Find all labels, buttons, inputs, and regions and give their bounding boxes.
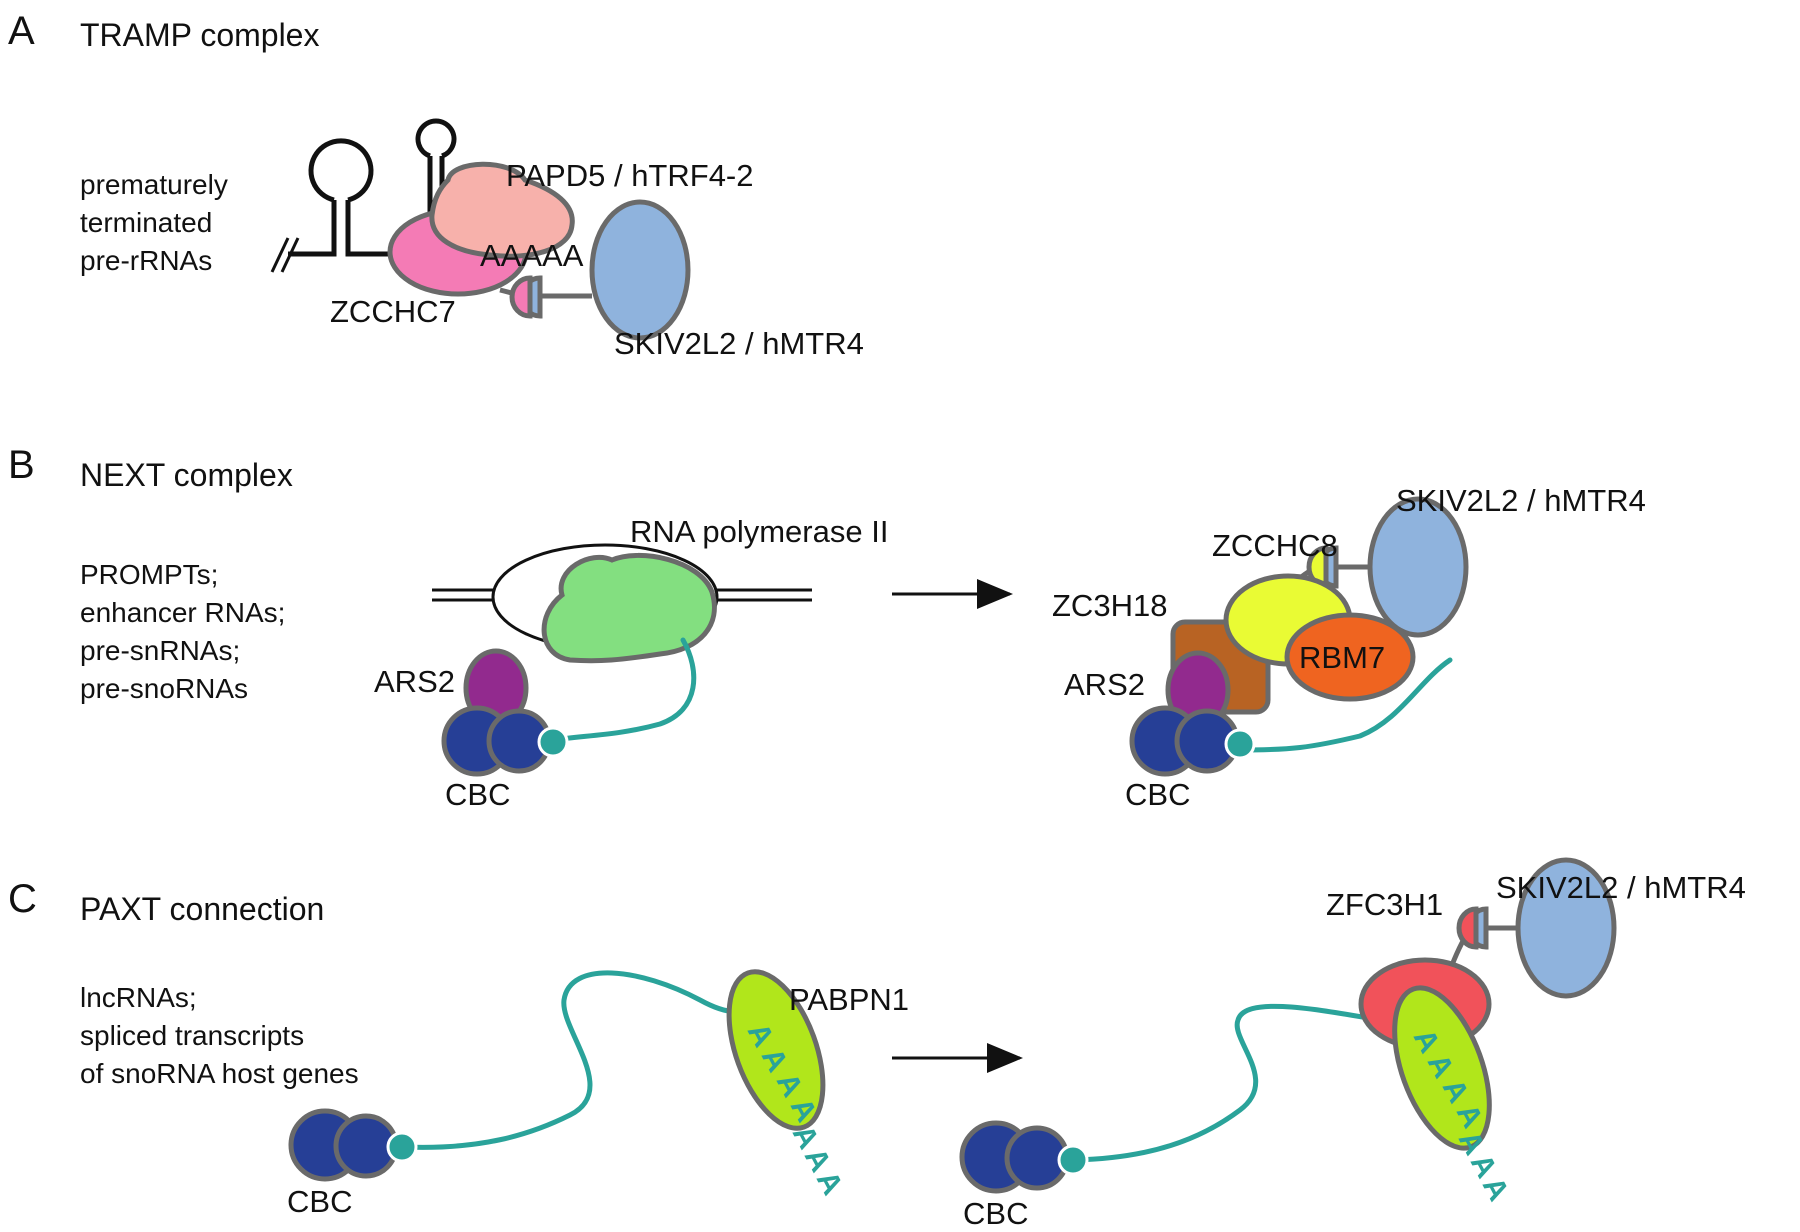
panel-b-title: NEXT complex [80,457,293,493]
rna-polymerase-ii [541,552,717,664]
substrate-line-1: PROMPTs; [80,559,218,590]
pabpn1-label: PABPN1 [789,982,909,1017]
substrate-line-1: prematurely [80,169,228,200]
transcription-complex [432,543,812,777]
mtr4-helicase-b [1367,496,1469,638]
paxt-substrate-left: A A A A A A A [288,969,849,1200]
zc3h18-label: ZC3H18 [1052,588,1167,623]
cbc-label-right: CBC [1125,777,1190,812]
substrate-line-3: pre-rRNAs [80,245,212,276]
mtr4-helicase-a [589,199,691,341]
panel-b-letter: B [8,443,35,487]
panel-a-title: TRAMP complex [80,17,319,53]
panel-c-substrate-text: lncRNAs; spliced transcripts of snoRNA h… [80,982,359,1089]
mtr4-label-a: SKIV2L2 / hMTR4 [614,326,864,361]
nascent-rna-b-left [550,637,697,743]
substrate-line-1: lncRNAs; [80,982,197,1013]
substrate-line-2: enhancer RNAs; [80,597,285,628]
substrate-line-2: terminated [80,207,212,238]
mtr4-label-b: SKIV2L2 / hMTR4 [1396,483,1646,518]
panel-c-letter: C [8,877,37,921]
substrate-line-2: spliced transcripts [80,1020,304,1051]
pabpn1-protein [726,969,826,1131]
cbc-label-c: CBC [287,1184,352,1219]
panel-c-title: PAXT connection [80,891,324,927]
hairpin-loop-large [308,138,374,203]
zcchc8-label: ZCCHC8 [1212,528,1338,563]
m7g-cap-c [386,1131,418,1163]
panel-a-substrate-text: prematurely terminated pre-rRNAs [80,169,228,276]
cbc-label-c-right: CBC [963,1196,1028,1231]
rbm7-protein [1284,612,1416,702]
ars2-label-right: ARS2 [1064,667,1145,702]
pabpn1-protein-right [1392,985,1492,1151]
break-mark-1 [270,237,290,273]
polyA-tail-a: AAAAA [480,238,584,273]
m7g-cap-c-right [1057,1144,1089,1176]
substrate-line-3: pre-snRNAs; [80,635,240,666]
m7g-cap-right [1224,728,1256,760]
panel-b: B NEXT complex PROMPTs; enhancer RNAs; p… [8,443,1646,812]
panel-c: C PAXT connection lncRNAs; spliced trans… [8,857,1746,1231]
cbc-label: CBC [445,777,510,812]
hairpin-loop-small [415,118,457,159]
substrate-line-4: pre-snoRNAs [80,673,248,704]
zfc3h1-label: ZFC3H1 [1326,887,1443,922]
paxt-complex-right: A A A A A A A [959,857,1617,1206]
m7g-cap [537,726,569,758]
tramp-proteins: AAAAA [387,161,691,341]
substrate-line-3: of snoRNA host genes [80,1058,359,1089]
pol2-label: RNA polymerase II [630,514,888,549]
papd5-label: PAPD5 / hTRF4-2 [506,158,754,193]
ars2-label: ARS2 [374,664,455,699]
panel-b-substrate-text: PROMPTs; enhancer RNAs; pre-snRNAs; pre-… [80,559,285,704]
papd5-protein [429,161,575,259]
lncrna-right [1072,1003,1421,1163]
zcchc7-label: ZCCHC7 [330,294,456,329]
next-complex [1129,496,1469,777]
lncrna-left [401,970,765,1150]
zcchc7-binding-knob [509,275,533,319]
zfc3h1-binding-knob [1456,906,1479,950]
rbm7-label: RBM7 [1299,640,1385,675]
mtr4-label-c: SKIV2L2 / hMTR4 [1496,870,1746,905]
panel-a-letter: A [8,9,35,53]
nascent-rna-b-right [1237,657,1453,753]
panel-a: A TRAMP complex prematurely terminated p… [8,9,864,361]
